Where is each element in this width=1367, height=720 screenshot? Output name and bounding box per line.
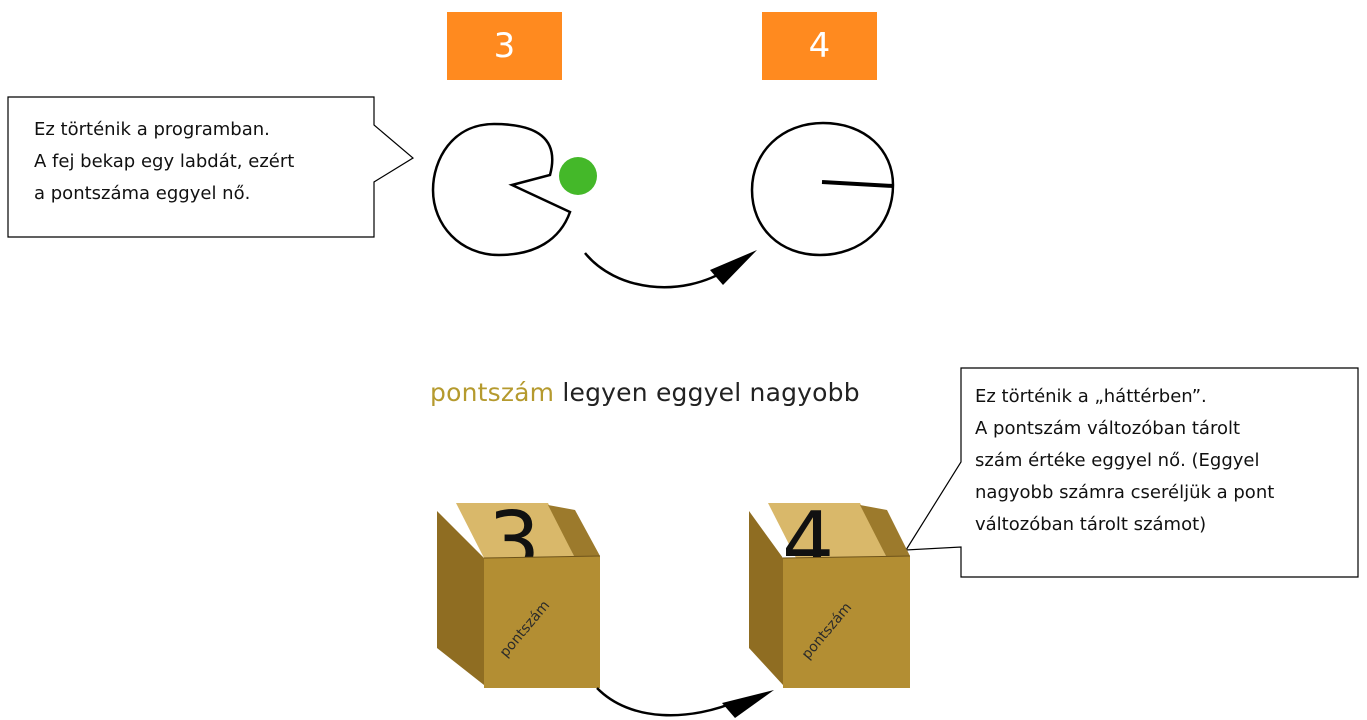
green-ball-icon [559, 157, 597, 195]
arrow-head-top [710, 250, 757, 285]
right-note-line: nagyobb számra cseréljük a pont [975, 482, 1275, 503]
left-note-line: a pontszáma eggyel nő. [34, 183, 251, 204]
right-note-line: A pontszám változóban tárolt [975, 418, 1241, 439]
curved-arrow-icon [596, 687, 741, 717]
right-callout-shape [904, 367, 1359, 578]
left-note: Ez történik a programban. A fej bekap eg… [34, 114, 364, 210]
right-note-line: szám értéke eggyel nő. (Eggyel [975, 450, 1260, 471]
cardboard-box-icon: 3 pontszám [437, 495, 601, 688]
left-note-line: Ez történik a programban. [34, 119, 270, 140]
right-note-line: Ez történik a „háttérben”. [975, 386, 1207, 407]
score-after: 4 [808, 26, 831, 66]
arrow-head-bottom [722, 690, 774, 718]
score-before: 3 [493, 26, 516, 66]
closed-mouth-line [821, 180, 894, 188]
score-tile-after [762, 12, 877, 80]
left-callout-shape [7, 96, 415, 238]
right-note: Ez történik a „háttérben”. A pontszám vá… [975, 381, 1350, 541]
score-tile-before [447, 12, 562, 80]
statement: pontszám legyen eggyel nagyobb [430, 378, 860, 407]
closed-head-icon [750, 121, 895, 257]
cardboard-box-icon: 4 pontszám [749, 495, 911, 688]
pacman-head-icon [431, 122, 572, 257]
statement-rest: legyen eggyel nagyobb [554, 378, 860, 407]
right-note-line: változóban tárolt számot) [975, 514, 1207, 535]
statement-variable: pontszám [430, 378, 555, 407]
curved-arrow-icon [584, 252, 731, 289]
left-note-line: A fej bekap egy labdát, ezért [34, 151, 295, 172]
